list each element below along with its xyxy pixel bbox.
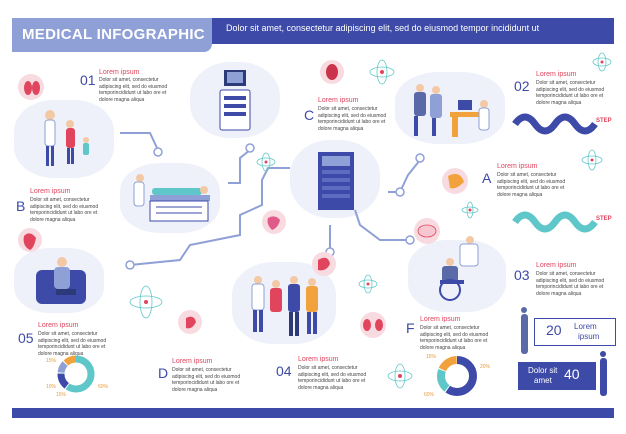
marker-c: C: [304, 107, 315, 123]
body-05: Dolor sit amet, consectetur adipiscing e…: [38, 331, 107, 357]
badge-40: [518, 362, 596, 390]
body-03: Dolor sit amet, consectetur adipiscing e…: [536, 271, 605, 297]
title-b: Lorem ipsum: [30, 188, 71, 195]
marker-a: A: [482, 170, 492, 186]
body-d: Dolor sit amet, consectetur adipiscing e…: [172, 367, 241, 393]
marker-03: 03: [514, 267, 530, 283]
title-f: Lorem ipsum: [420, 316, 461, 323]
step-label-2: STEP: [596, 216, 612, 222]
badge-40-line1: Dolor sit: [528, 366, 558, 375]
header-subtitle: Dolor sit amet, consectetur adipiscing e…: [226, 23, 540, 33]
badge-20: [534, 318, 616, 346]
title-a: Lorem ipsum: [497, 163, 538, 170]
marker-d: D: [158, 365, 169, 381]
blob-family: [232, 262, 336, 344]
body-b: Dolor sit amet, consectetur adipiscing e…: [30, 197, 99, 223]
donut-left-p2: 10%: [46, 384, 57, 390]
badge-20-line1: Lorem: [574, 322, 597, 331]
title-01: Lorem ipsum: [99, 69, 140, 76]
header-subtitle-bar: [212, 18, 614, 44]
donut-left-p3: 15%: [56, 392, 67, 398]
title-03: Lorem ipsum: [536, 262, 577, 269]
body-01: Dolor sit amet, consectetur adipiscing e…: [99, 77, 168, 103]
title-d: Lorem ipsum: [172, 358, 213, 365]
title-c: Lorem ipsum: [318, 97, 359, 104]
badge-20-number: 20: [546, 322, 562, 338]
title-02: Lorem ipsum: [536, 71, 577, 78]
title-04: Lorem ipsum: [298, 356, 339, 363]
blob-doctor: [14, 100, 114, 178]
body-c: Dolor sit amet, consectetur adipiscing e…: [318, 106, 387, 132]
badge-40-line2: amet: [534, 376, 552, 385]
page-title: MEDICAL INFOGRAPHIC: [22, 26, 205, 43]
marker-02: 02: [514, 78, 530, 94]
body-02: Dolor sit amet, consectetur adipiscing e…: [536, 80, 605, 106]
badge-40-number: 40: [564, 366, 580, 382]
footer-bar: [12, 408, 614, 418]
step-label-1: STEP: [596, 118, 612, 124]
body-f: Dolor sit amet, consectetur adipiscing e…: [420, 325, 489, 351]
body-04: Dolor sit amet, consectetur adipiscing e…: [298, 365, 367, 391]
marker-04: 04: [276, 363, 292, 379]
body-a: Dolor sit amet, consectetur adipiscing e…: [497, 172, 566, 198]
marker-01: 01: [80, 72, 96, 88]
donut-right-p3: 60%: [424, 392, 435, 398]
title-05: Lorem ipsum: [38, 322, 79, 329]
donut-left-p4: 60%: [98, 384, 109, 390]
badge-20-line2: ipsum: [578, 332, 600, 341]
marker-b: B: [16, 198, 26, 214]
marker-f: F: [406, 320, 415, 336]
donut-right-p2: 20%: [480, 364, 491, 370]
donut-right-p1: 15%: [426, 354, 437, 360]
marker-05: 05: [18, 330, 34, 346]
header-title-bg: [12, 18, 212, 52]
donut-left-p1: 15%: [46, 358, 57, 364]
